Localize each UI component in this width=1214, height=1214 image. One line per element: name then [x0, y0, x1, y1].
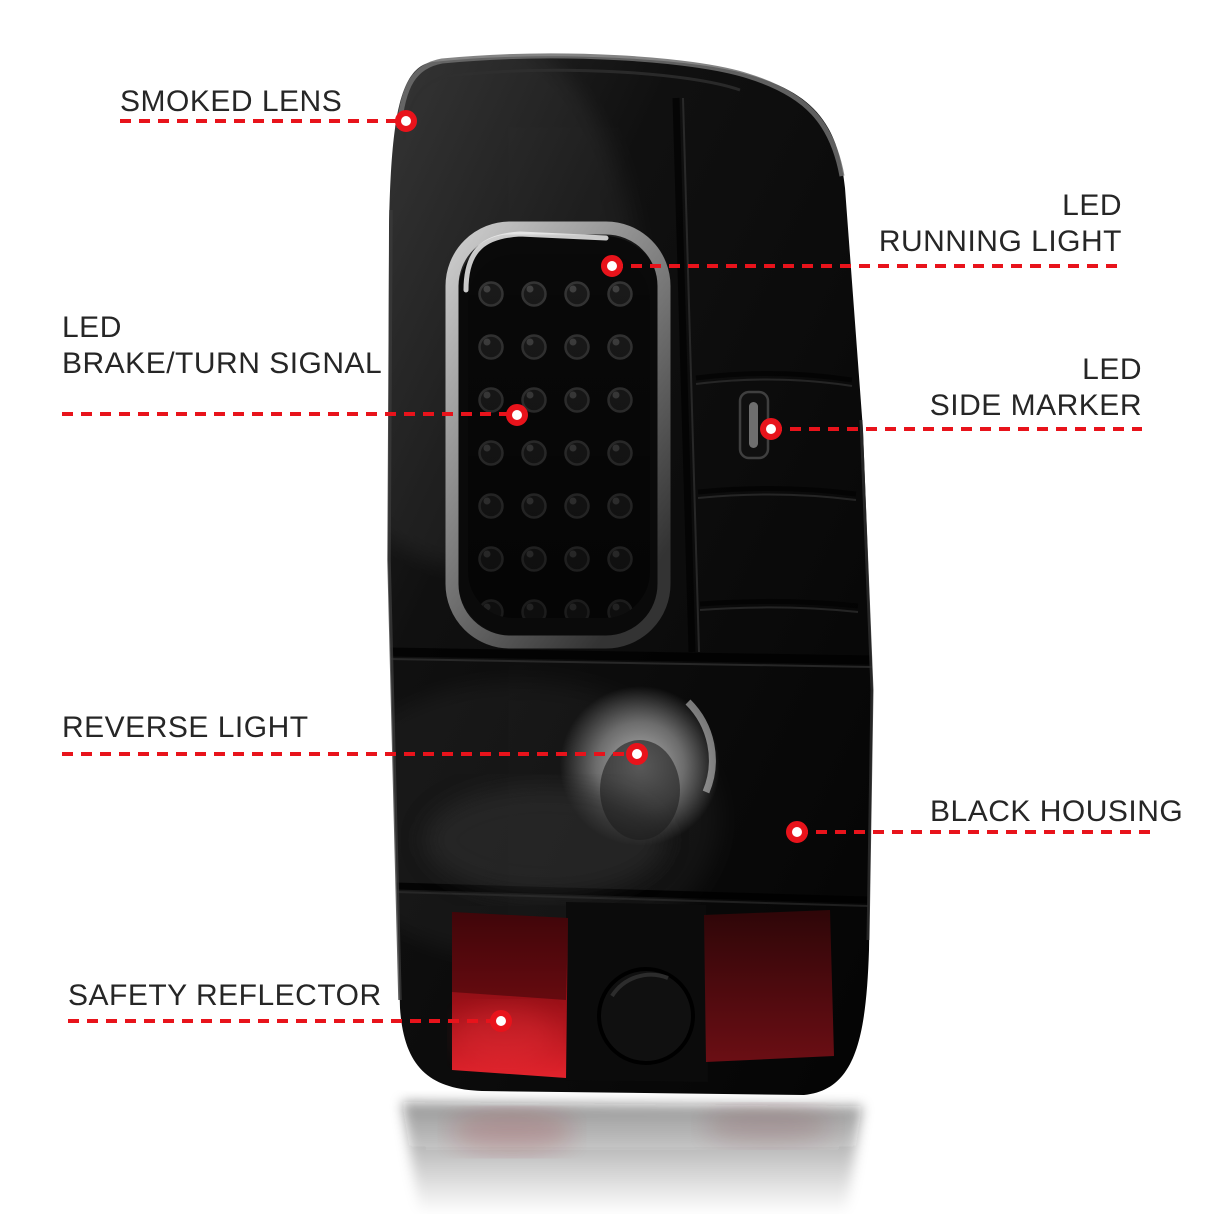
bulb-access-knob [597, 967, 695, 1065]
label-line: LED [1082, 353, 1142, 386]
callout-line-smoked-lens [120, 119, 406, 123]
led-brake-turn-array [458, 236, 660, 636]
label-line: LED [62, 311, 122, 344]
safety-reflector-right [704, 910, 834, 1062]
led-side-marker-light [738, 390, 770, 460]
label-line: BLACK HOUSING [930, 795, 1184, 828]
smoked-lens-top-rim [396, 53, 845, 177]
callout-line-led-side-marker [771, 427, 1142, 431]
callout-label-led-side-marker: LED SIDE MARKER [930, 352, 1142, 424]
floor-reflection [402, 1102, 862, 1214]
callout-dot-safety-reflector [490, 1010, 512, 1032]
callout-line-black-housing [797, 830, 1152, 834]
led-running-light-bar [445, 221, 671, 649]
callout-label-reverse-light: REVERSE LIGHT [62, 710, 309, 746]
label-line: SIDE MARKER [929, 389, 1142, 422]
callout-dot-led-side-marker [760, 418, 782, 440]
callout-line-safety-reflector [68, 1019, 501, 1023]
label-line: RUNNING LIGHT [878, 225, 1122, 258]
callout-dot-black-housing [786, 821, 808, 843]
callout-dot-led-running-light [601, 255, 623, 277]
label-line: LED [1062, 189, 1122, 222]
reflector-section [452, 902, 834, 1082]
callout-label-black-housing: BLACK HOUSING [930, 794, 1183, 830]
callout-line-led-brake-turn-signal [62, 412, 517, 416]
callout-dot-led-brake-turn-signal [506, 404, 528, 426]
reverse-light-area [425, 686, 720, 895]
label-line: SAFETY REFLECTOR [68, 979, 382, 1012]
callout-line-reverse-light [62, 752, 637, 756]
label-line: SMOKED LENS [120, 85, 343, 118]
callout-label-led-brake-turn-signal: LED BRAKE/TURN SIGNAL [62, 310, 382, 382]
label-line: BRAKE/TURN SIGNAL [62, 347, 383, 380]
callout-dot-reverse-light [626, 743, 648, 765]
callout-dot-smoked-lens [395, 110, 417, 132]
label-line: REVERSE LIGHT [62, 711, 309, 744]
callout-label-led-running-light: LED RUNNING LIGHT [879, 188, 1122, 260]
callout-label-smoked-lens: SMOKED LENS [120, 84, 342, 120]
callout-label-safety-reflector: SAFETY REFLECTOR [68, 978, 382, 1014]
callout-line-led-running-light [612, 264, 1122, 268]
